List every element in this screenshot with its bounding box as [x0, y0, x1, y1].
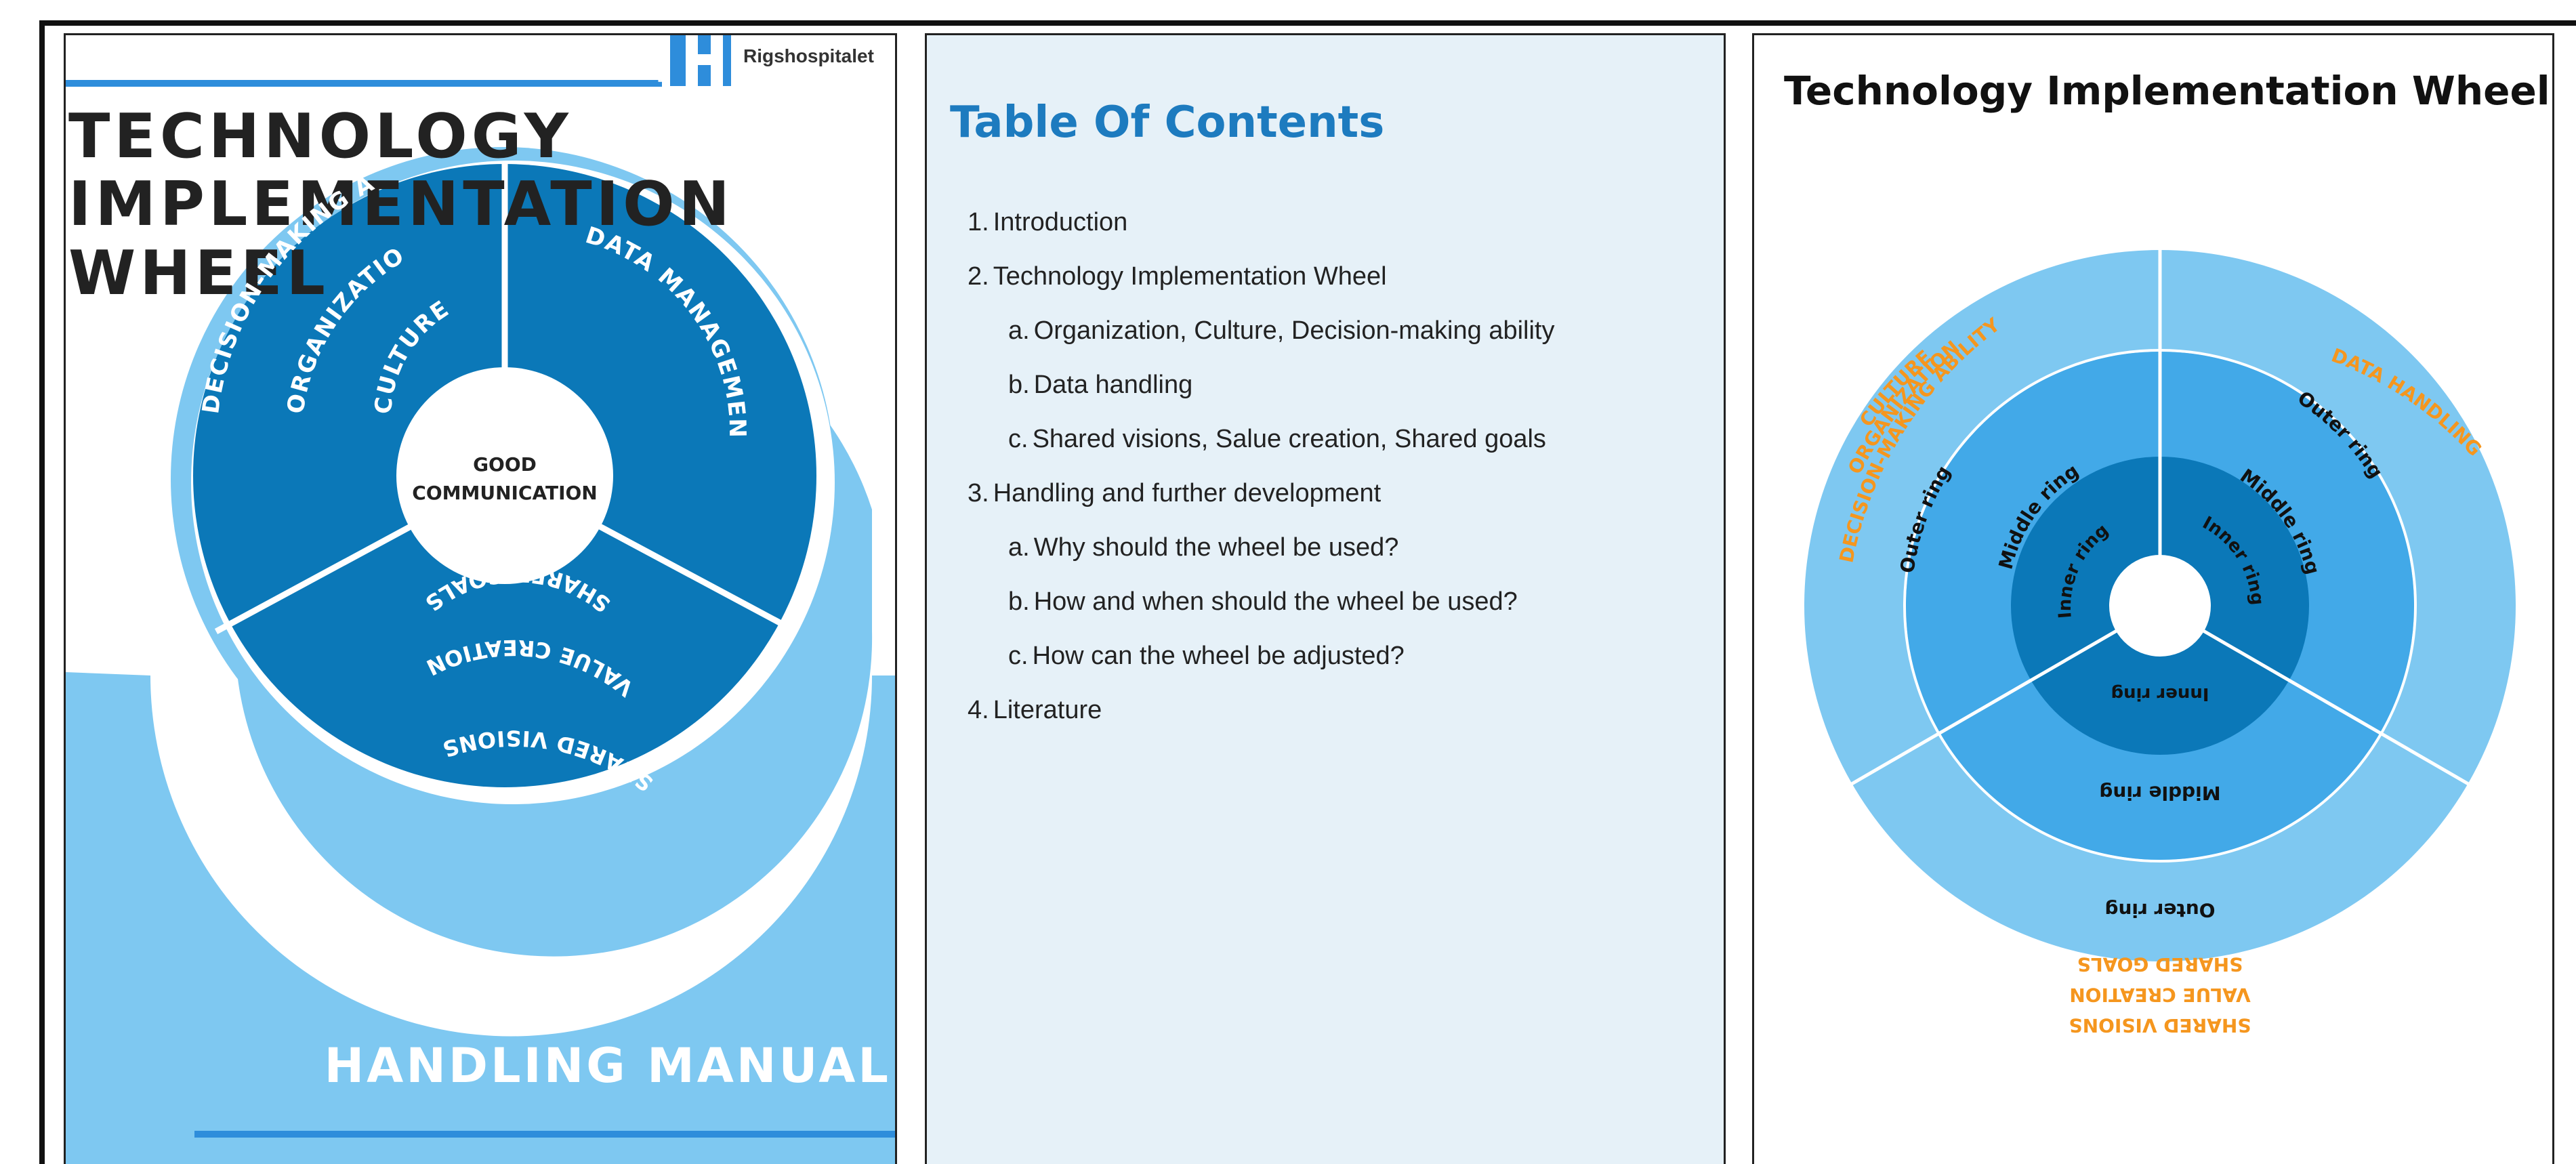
toc-item[interactable]: 4.Literature	[968, 696, 1102, 725]
toc-item[interactable]: 3.Handling and further development	[968, 479, 1381, 508]
toc-item-label: Technology Implementation Wheel	[993, 262, 1387, 291]
cover-center-line-1: GOOD	[473, 453, 537, 476]
toc-item-label: Literature	[993, 696, 1102, 724]
wheel-page: Technology Implementation Wheel	[1752, 33, 2554, 1164]
toc-item-number: c.	[1008, 642, 1029, 670]
toc-item[interactable]: 2.Technology Implementation Wheel	[968, 262, 1387, 291]
toc-item[interactable]: b.How and when should the wheel be used?	[1008, 587, 1518, 617]
cover-title-line-3: WHEEL	[68, 238, 329, 309]
toc-item-number: 2.	[968, 262, 989, 291]
toc-item[interactable]: a.Organization, Culture, Decision-making…	[1008, 316, 1554, 346]
toc-item-number: 4.	[968, 696, 989, 724]
toc-item-number: c.	[1008, 425, 1029, 453]
toc-item-label: Why should the wheel be used?	[1033, 533, 1399, 562]
cover-wheel-center	[396, 367, 613, 584]
cover-title-line-1: TECHNOLOGY	[68, 101, 573, 172]
toc-item-label: Organization, Culture, Decision-making a…	[1033, 316, 1555, 345]
toc-title: Table Of Contents	[950, 98, 1385, 148]
wheel-section-shared-goals: SHARED GOALS	[2077, 953, 2243, 976]
wheel-label-inner-bottom: Inner ring	[2111, 684, 2209, 704]
cover-center-line-2: COMMUNICATION	[412, 482, 597, 504]
logo-hospital-name: Rigshospitalet	[743, 45, 874, 66]
toc-item-number: b.	[1008, 371, 1030, 399]
wheel-section-value-creation: VALUE CREATION	[2069, 984, 2250, 1006]
cover-light-band	[66, 672, 895, 1164]
wheel-label-outer-bottom: Outer ring	[2104, 899, 2215, 921]
cover-subtitle: HANDLING MANUAL	[325, 1038, 891, 1094]
wheel-label-middle-bottom: Middle ring	[2099, 782, 2220, 804]
toc-item-number: a.	[1008, 533, 1030, 562]
logo-vertical-text: REGION	[657, 41, 668, 83]
toc-item-number: b.	[1008, 587, 1030, 616]
region-logo	[670, 35, 731, 86]
wheel-divider-right	[2159, 604, 2470, 786]
cover-top-rule	[66, 80, 662, 87]
toc-item[interactable]: b.Data handling	[1008, 371, 1192, 400]
cover-title-line-2: IMPLEMENTATION	[68, 169, 734, 240]
toc-item[interactable]: a.Why should the wheel be used?	[1008, 533, 1398, 562]
toc-item-label: Handling and further development	[993, 479, 1382, 507]
toc-item-label: How can the wheel be adjusted?	[1032, 642, 1405, 670]
wheel-diagram: Outer ring Outer ring Outer ring Middle …	[1804, 250, 2516, 1037]
toc-item-number: a.	[1008, 316, 1030, 345]
toc-item[interactable]: 1.Introduction	[968, 208, 1127, 237]
wheel-section-shared-visions: SHARED VISIONS	[2069, 1014, 2251, 1037]
toc-item-label: Shared visions, Salue creation, Shared g…	[1032, 425, 1546, 453]
toc-item-label: Data handling	[1033, 371, 1193, 399]
cover-bottom-rule	[194, 1131, 895, 1138]
wheel-title: Technology Implementation Wheel	[1784, 68, 2550, 114]
cover-page: REGION Rigshospitalet TECHNOLOGY IMPLEME…	[64, 33, 897, 1164]
cover-graphic: REGION Rigshospitalet TECHNOLOGY IMPLEME…	[66, 35, 895, 1164]
wheel-divider-left	[1850, 604, 2161, 786]
toc-item-number: 3.	[968, 479, 989, 507]
toc-item-label: How and when should the wheel be used?	[1033, 587, 1518, 616]
toc-item-label: Introduction	[993, 208, 1128, 236]
toc-item[interactable]: c.How can the wheel be adjusted?	[1008, 642, 1405, 671]
toc-item[interactable]: c.Shared visions, Salue creation, Shared…	[1008, 425, 1546, 454]
toc-item-number: 1.	[968, 208, 989, 236]
